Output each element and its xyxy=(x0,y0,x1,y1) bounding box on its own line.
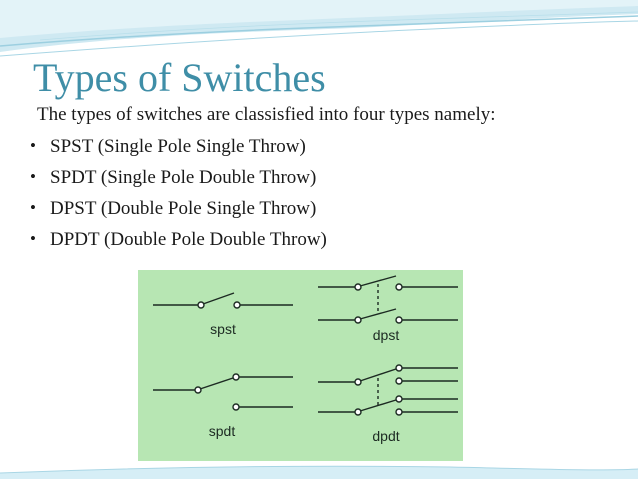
list-item: • DPST (Double Pole Single Throw) xyxy=(30,198,327,229)
spdt-label: spdt xyxy=(209,423,236,439)
spst-label: spst xyxy=(210,321,236,337)
slide-title: Types of Switches xyxy=(33,55,326,100)
bullet-dot-icon: • xyxy=(30,136,36,155)
bullet-dot-icon: • xyxy=(30,229,36,248)
dpdt-label: dpdt xyxy=(372,428,399,444)
list-item-text: DPDT (Double Pole Double Throw) xyxy=(50,229,327,250)
intro-text: The types of switches are classisfied in… xyxy=(37,104,496,125)
list-item: • SPST (Single Pole Single Throw) xyxy=(30,136,327,167)
spst-symbol xyxy=(153,292,293,309)
list-item-text: DPST (Double Pole Single Throw) xyxy=(50,198,317,219)
spdt-symbol xyxy=(153,373,293,411)
switch-types-list: • SPST (Single Pole Single Throw) • SPDT… xyxy=(30,136,327,260)
list-item-text: SPST (Single Pole Single Throw) xyxy=(50,136,306,157)
bullet-dot-icon: • xyxy=(30,198,36,217)
switch-diagram: spst dpst spdt xyxy=(138,270,463,461)
diagram-background xyxy=(138,270,463,461)
footer-wave-decoration xyxy=(0,465,638,479)
dpst-label: dpst xyxy=(373,327,400,343)
list-item: • DPDT (Double Pole Double Throw) xyxy=(30,229,327,260)
bullet-dot-icon: • xyxy=(30,167,36,186)
dpst-symbol xyxy=(318,275,458,324)
list-item-text: SPDT (Single Pole Double Throw) xyxy=(50,167,317,188)
list-item: • SPDT (Single Pole Double Throw) xyxy=(30,167,327,198)
header-wave-decoration xyxy=(0,0,638,62)
dpdt-symbol xyxy=(318,364,458,416)
